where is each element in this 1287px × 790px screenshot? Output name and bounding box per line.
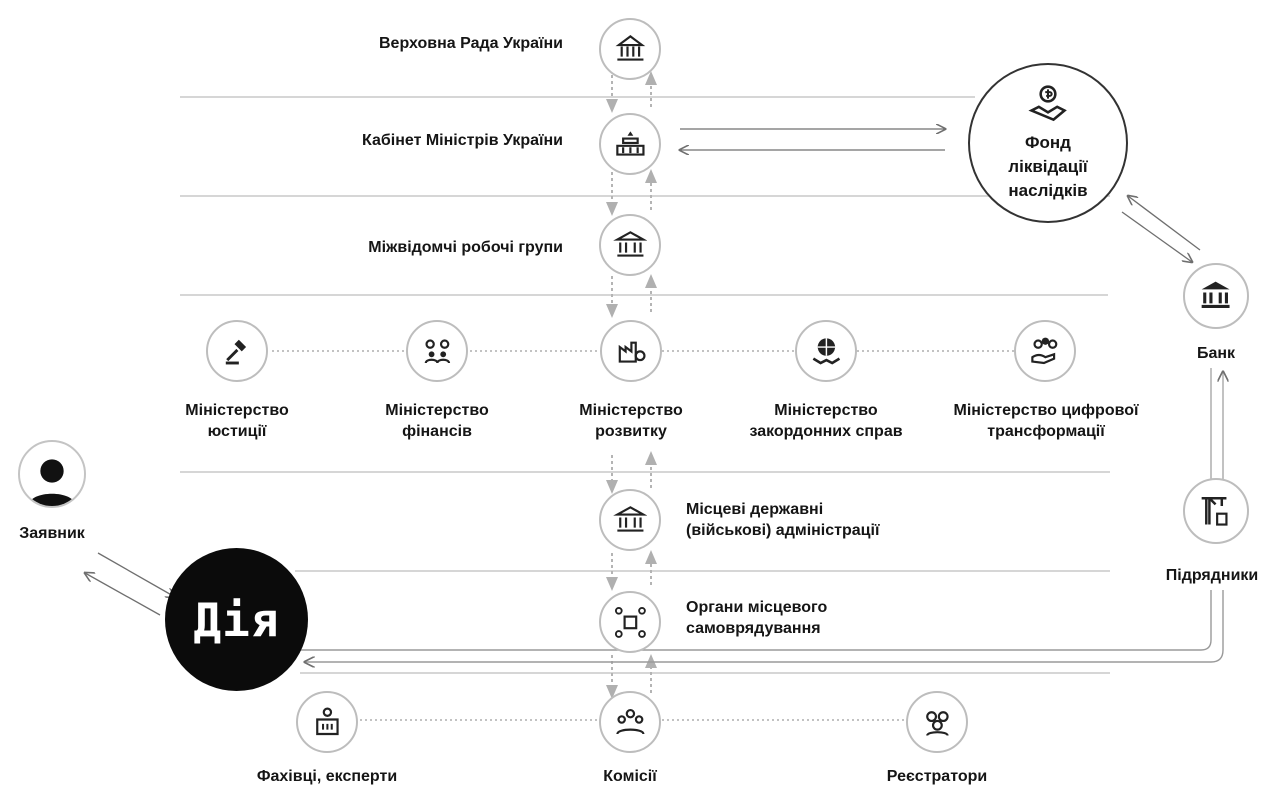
registrars-people-icon — [925, 710, 949, 736]
government-building-icon — [615, 130, 645, 156]
cabinet-node[interactable] — [599, 113, 661, 175]
factory-gear-icon — [618, 341, 646, 363]
person-icon — [28, 459, 76, 506]
local-gov-node[interactable] — [599, 591, 661, 653]
min-digital-label: Міністерство цифрової трансформації — [953, 402, 1139, 440]
parliament-icon — [615, 34, 645, 61]
fund-bank-arrows — [1121, 196, 1201, 262]
contractor-diia-route — [300, 590, 1224, 662]
registrars-label: Реєстратори — [886, 768, 988, 785]
contractors-node[interactable] — [1183, 478, 1249, 544]
vertical-flow — [606, 71, 657, 699]
working-groups-node[interactable] — [599, 214, 661, 276]
gavel-icon — [225, 339, 246, 365]
experts-node[interactable] — [296, 691, 358, 753]
community-network-icon — [614, 606, 646, 638]
commissions-label: Комісії — [603, 768, 657, 785]
applicant-label: Заявник — [19, 525, 85, 542]
diia-node[interactable]: Дія — [165, 548, 308, 691]
bank-icon — [1202, 282, 1230, 309]
bank-node[interactable] — [1183, 263, 1249, 329]
min-finance-node[interactable] — [406, 320, 468, 382]
diia-logo-text: Дія — [193, 592, 280, 647]
digital-hand-coins-icon — [1030, 337, 1057, 364]
registrars-node[interactable] — [906, 691, 968, 753]
finance-people-icon — [424, 339, 450, 363]
local-gov-label: Органи місцевого самоврядування — [686, 599, 828, 637]
min-development-node[interactable] — [600, 320, 662, 382]
min-digital-node[interactable] — [1014, 320, 1076, 382]
min-finance-label: Міністерство фінансів — [385, 402, 489, 440]
local-admin-label: Місцеві державні (військові) адміністрац… — [686, 501, 880, 539]
crane-icon — [1202, 497, 1228, 527]
fund-label: Фонд ліквідації наслідків — [1008, 133, 1088, 200]
fund-node[interactable]: Фонд ліквідації наслідків — [968, 63, 1128, 223]
applicant-node[interactable] — [18, 440, 86, 508]
institution-icon — [612, 230, 648, 257]
dollar-handshake-icon — [1028, 85, 1067, 122]
commissions-node[interactable] — [599, 691, 661, 753]
min-foreign-label: Міністерство закордонних справ — [749, 402, 903, 440]
contractors-label: Підрядники — [1165, 567, 1259, 584]
bank-label: Банк — [1196, 345, 1236, 362]
institution-icon — [612, 505, 648, 532]
working-groups-label: Міжвідомчі робочі групи — [368, 239, 563, 256]
cabinet-label: Кабінет Міністрів України — [362, 132, 563, 149]
min-justice-node[interactable] — [206, 320, 268, 382]
min-foreign-node[interactable] — [795, 320, 857, 382]
experts-building-icon — [315, 707, 339, 735]
divider-lines — [180, 96, 1110, 674]
min-development-label: Міністерство розвитку — [579, 402, 683, 440]
min-justice-label: Міністерство юстиції — [185, 402, 289, 440]
local-admin-node[interactable] — [599, 489, 661, 551]
cabinet-fund-arrows — [680, 129, 945, 150]
group-people-icon — [615, 708, 645, 735]
globe-handshake-icon — [812, 337, 840, 365]
verkhovna-rada-label: Верховна Рада України — [378, 35, 563, 52]
contractor-bank-link — [1210, 368, 1223, 480]
applicant-diia-arrows — [85, 552, 175, 616]
ministry-links — [272, 350, 1016, 721]
experts-label: Фахівці, експерти — [256, 768, 398, 785]
parliament-node[interactable] — [599, 18, 661, 80]
